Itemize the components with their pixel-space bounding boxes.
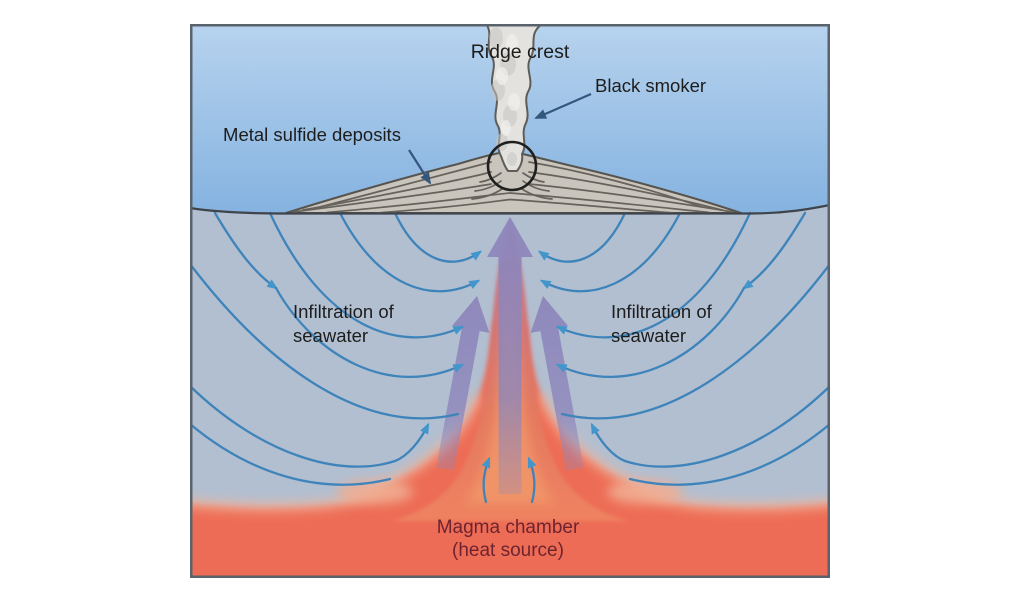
diagram-canvas: Ridge crest Black smoker Metal sulfide d… xyxy=(190,24,830,578)
black-smoker-plume xyxy=(485,24,543,172)
rising-fluid-arrow-left xyxy=(436,296,490,471)
flow-line xyxy=(555,286,746,379)
metal-sulfide-pointer-arrow xyxy=(408,149,432,185)
infiltration-right-label-line2: seawater xyxy=(611,325,686,346)
magma-heat-arrow-right xyxy=(527,456,537,504)
diagram-labels: Ridge crest Black smoker Metal sulfide d… xyxy=(223,41,713,346)
seawater-convection-lines xyxy=(190,211,830,504)
flow-line xyxy=(338,211,481,293)
flow-line xyxy=(268,211,465,339)
rising-fluid-arrow-right xyxy=(530,296,584,471)
magma-chamber-label-line1: Magma chamber xyxy=(437,517,580,538)
magma-label-group: Magma chamber (heat source) xyxy=(437,517,580,561)
flow-line xyxy=(393,211,483,263)
black-smoker-label: Black smoker xyxy=(595,75,706,96)
flow-line xyxy=(274,286,465,379)
annotation-arrows xyxy=(408,92,592,185)
flow-line xyxy=(539,211,682,293)
flow-line xyxy=(560,262,830,420)
infiltration-left-label-line2: seawater xyxy=(293,325,368,346)
magma-toe-right xyxy=(607,480,683,504)
flow-line xyxy=(213,211,279,290)
flow-line xyxy=(590,384,830,468)
vent-circle-annotation xyxy=(486,140,538,192)
diagram-frame: Ridge crest Black smoker Metal sulfide d… xyxy=(190,24,830,578)
infiltration-right-label-line1: Infiltration of xyxy=(611,301,713,322)
flow-line xyxy=(190,384,430,468)
flow-line xyxy=(555,211,752,339)
magma-heat-arrow-left xyxy=(481,456,491,504)
ridge-crest-label: Ridge crest xyxy=(471,41,570,63)
metal-sulfide-deposits-label: Metal sulfide deposits xyxy=(223,124,401,145)
infiltration-left-label-line1: Infiltration of xyxy=(293,301,395,322)
magma-chamber-label-line2: (heat source) xyxy=(452,540,564,561)
smoke-highlights xyxy=(496,34,520,136)
black-smoker-pointer-arrow xyxy=(534,92,592,120)
flow-line xyxy=(190,422,392,486)
flow-line xyxy=(537,211,627,263)
rising-fluid-arrows xyxy=(436,217,584,494)
rising-fluid-arrow-center xyxy=(487,217,533,494)
smoke-shading xyxy=(489,27,517,166)
magma-toe-left xyxy=(337,480,413,504)
flow-line xyxy=(628,422,830,486)
diagram-border xyxy=(190,24,830,578)
seafloor-line xyxy=(190,203,830,215)
flow-line xyxy=(190,262,460,420)
flow-line xyxy=(741,211,807,290)
